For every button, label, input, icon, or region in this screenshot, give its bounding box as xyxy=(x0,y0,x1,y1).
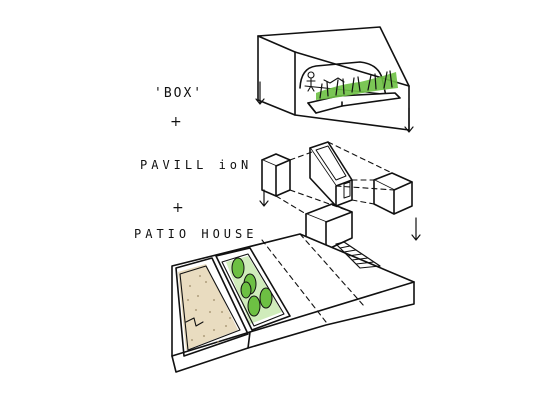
label-box: 'BOX' xyxy=(154,86,204,101)
gravel-texture xyxy=(187,275,231,343)
plus-sign: + xyxy=(172,200,184,216)
pavilion-bar xyxy=(309,141,353,207)
pavilion-dashed-outline xyxy=(275,141,395,215)
patio-house-stair xyxy=(335,241,381,269)
plus-sign: + xyxy=(170,114,182,130)
label-pavillion: PAVILL ioN xyxy=(140,158,253,172)
box-down-arrows xyxy=(255,81,414,133)
patio-trees xyxy=(231,257,273,317)
pavilion-block-left xyxy=(261,153,291,197)
patio-court-left xyxy=(175,257,249,357)
box-planting xyxy=(316,70,398,100)
patio-dashed-lines xyxy=(261,233,365,323)
label-patio-house: PATIO HOUSE xyxy=(134,227,258,241)
pavilion-block-right xyxy=(373,172,413,215)
